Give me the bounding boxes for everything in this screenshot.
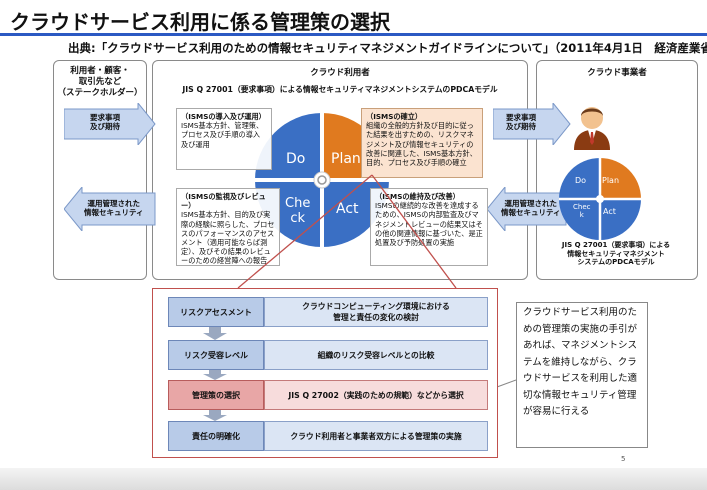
summary-callout: クラウドサービス利用のための管理策の実施の手引があれば、マネジメントシステムを維… [516, 302, 648, 448]
pdca-subtitle: JIS Q 27001（要求事項）による情報セキュリティマネジメントシステムのP… [182, 85, 498, 94]
step-arrows [203, 327, 227, 421]
footer-bar [0, 468, 707, 490]
quadrant-do-label: Do [286, 151, 306, 167]
req-right-arrow [493, 103, 571, 145]
req-left-arrow [64, 103, 156, 145]
cloud-user-title: クラウド利用者 [310, 68, 370, 78]
step-responsibility-label: 責任の明確化 [168, 421, 264, 451]
plan-box-title: （ISMSの確立） [366, 112, 423, 121]
act-description-box: （ISMSの維持及び改善） ISMSの継続的な改善を達成するための、ISMSの内… [370, 188, 488, 266]
step-control-selection-desc: JIS Q 27002（実践のための規範）などから選択 [264, 380, 488, 410]
provider-do-label: Do [575, 176, 587, 185]
source-citation: 出典:「クラウドサービス利用のための情報セキュリティマネジメントガイドラインにつ… [68, 41, 707, 55]
check-box-title: （ISMSの監視及びレビュー） [181, 192, 266, 211]
managed-left-label: 運用管理された 情報セキュリティ [84, 199, 144, 217]
managed-right-arrow [487, 187, 567, 231]
step-risk-acceptance-desc: 組織のリスク受容レベルとの比較 [264, 340, 488, 370]
step-risk-acceptance-label: リスク受容レベル [168, 340, 264, 370]
check-description-box: （ISMSの監視及びレビュー） ISMS基本方針、目的及び実際の経験に照らした、… [176, 188, 280, 266]
step-risk-assessment-label: リスクアセスメント [168, 297, 264, 327]
managed-right-label: 運用管理された 情報セキュリティ [501, 199, 561, 217]
quadrant-check-label: Che ck [285, 196, 311, 226]
do-box-text: ISMS基本方針、管理策、プロセス及び手順の導入及び運用 [181, 121, 264, 149]
provider-plan-label: Plan [602, 176, 620, 185]
managed-left-arrow [64, 187, 156, 231]
req-right-label: 要求事項 及び期待 [506, 113, 536, 131]
check-box-text: ISMS基本方針、目的及び実際の経験に照らした、プロセスのパフォーマンスのアセス… [181, 210, 275, 266]
provider-check-label: Chec k [573, 203, 591, 219]
cloud-provider-title: クラウド事業者 [587, 68, 647, 78]
act-box-text: ISMSの継続的な改善を達成するための、ISMSの内部監査及びマネジメントレビュ… [375, 201, 483, 248]
provider-pdca-caption: JIS Q 27001（要求事項）による 情報セキュリティマネジメント システム… [561, 241, 671, 267]
business-person-icon [574, 107, 610, 150]
title-divider [0, 33, 707, 36]
stakeholder-panel: 利用者・顧客・ 取引先など （ステークホルダー） [53, 60, 147, 280]
do-box-title: （ISMSの導入及び運用） [181, 112, 266, 121]
page-title: クラウドサービス利用に係る管理策の選択 [10, 10, 390, 34]
plan-description-box: （ISMSの確立） 組織の全般的方針及び目的に従った結果を出すための、リスクマネ… [361, 108, 483, 178]
req-left-label: 要求事項 及び期待 [90, 113, 120, 131]
stakeholder-title: 利用者・顧客・ 取引先など （ステークホルダー） [57, 66, 143, 98]
quadrant-act-label: Act [336, 201, 359, 217]
page-number: 5 [621, 455, 626, 463]
do-description-box: （ISMSの導入及び運用） ISMS基本方針、管理策、プロセス及び手順の導入及び… [176, 108, 272, 170]
act-box-title: （ISMSの維持及び改善） [375, 192, 460, 201]
provider-pdca-circle [559, 158, 641, 240]
step-control-selection-label: 管理策の選択 [168, 380, 264, 410]
step-risk-assessment-desc: クラウドコンピューティング環境における 管理と責任の変化の検討 [264, 297, 488, 327]
step-responsibility-desc: クラウド利用者と事業者双方による管理策の実施 [264, 421, 488, 451]
quadrant-plan-label: Plan [331, 151, 361, 167]
provider-act-label: Act [603, 207, 616, 216]
plan-box-text: 組織の全般的方針及び目的に従った結果を出すための、リスクマネジメント及び情報セキ… [366, 121, 477, 168]
